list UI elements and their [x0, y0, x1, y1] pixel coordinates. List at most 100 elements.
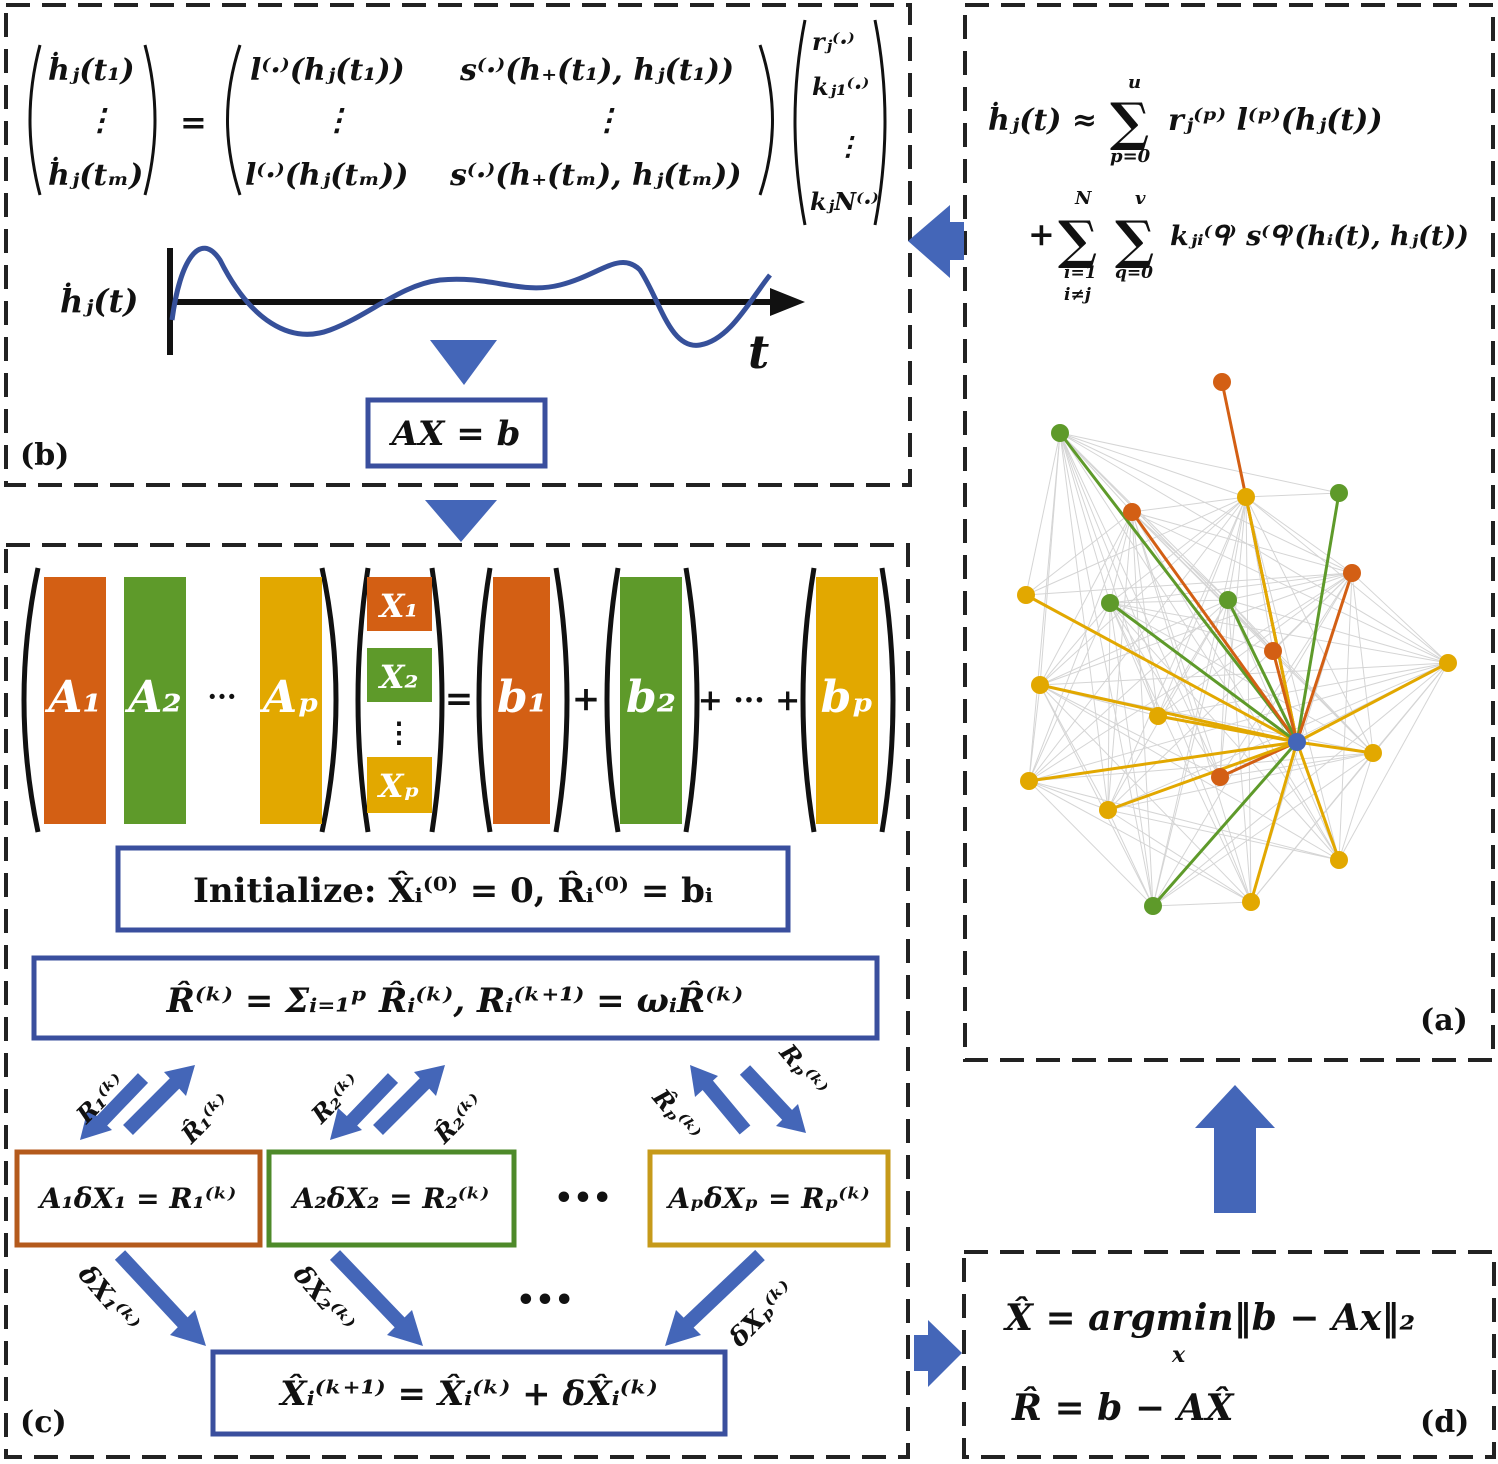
initialize-box: [115, 845, 791, 933]
background-edge: [1245, 492, 1340, 498]
arrow-d-to-a: [1195, 1085, 1275, 1213]
arrow-b-to-c: [425, 500, 497, 542]
background-edge: [1025, 572, 1353, 596]
subproblem-text-2: A₂δX₂ = R₂⁽ᵏ⁾: [290, 1182, 489, 1215]
background-edge: [1227, 599, 1449, 664]
signal-label: ḣⱼ(t): [60, 282, 138, 320]
background-edge: [1109, 602, 1374, 754]
label-rp-down: Rₚ⁽ᵏ⁾: [773, 1037, 834, 1101]
background-edge: [1152, 662, 1449, 907]
subproblem-box-1: [14, 1149, 263, 1248]
residual-text: R̂⁽ᵏ⁾ = Σᵢ₌₁ᵖ R̂ᵢ⁽ᵏ⁾, Rᵢ⁽ᵏ⁺¹⁾ = ωᵢR̂⁽ᵏ⁾: [166, 980, 744, 1021]
block-A1: [44, 577, 106, 824]
matrix-dots-1: ⋮: [322, 103, 352, 138]
block-X1-label: X₁: [378, 587, 419, 625]
background-edge: [1131, 511, 1449, 664]
network-node: [1017, 586, 1035, 604]
background-edge: [1245, 496, 1353, 574]
background-edge: [1107, 809, 1252, 903]
panel-a-equation: ḣⱼ(t) ≈ u ∑ p=0 rⱼ⁽ᵖ⁾ l⁽ᵖ⁾(hⱼ(t)) + N ∑ …: [988, 72, 1469, 305]
background-edge: [1059, 432, 1159, 717]
background-edge: [1028, 780, 1154, 907]
d-line1-sub: x: [1171, 1342, 1186, 1368]
network-node: [1031, 676, 1049, 694]
background-edge: [1227, 572, 1353, 601]
network-node: [1330, 851, 1348, 869]
background-edge: [1028, 662, 1449, 782]
hub-node: [1288, 733, 1306, 751]
background-edge: [1039, 684, 1109, 811]
background-edge: [1219, 572, 1353, 778]
background-edge: [1338, 752, 1374, 861]
background-edge: [1039, 684, 1252, 903]
background-edge: [1059, 432, 1247, 498]
lhs-dots: ⋮: [85, 103, 115, 138]
time-axis-label: t: [748, 325, 769, 379]
subproblem-text-p: AₚδXₚ = Rₚ⁽ᵏ⁾: [665, 1182, 870, 1215]
background-edge: [1219, 752, 1374, 778]
a-sum2-bottom2: i≠j: [1064, 285, 1092, 305]
hub-edge: [1157, 714, 1298, 744]
initialize-text: Initialize: X̂ᵢ⁽⁰⁾ = 0, R̂ᵢ⁽⁰⁾ = bᵢ: [193, 870, 713, 911]
subproblem-dots: •••: [554, 1181, 612, 1216]
block-A2: [124, 577, 186, 824]
background-edge: [1109, 602, 1221, 778]
system-label: AX = b: [389, 414, 521, 454]
background-edge: [1039, 684, 1154, 907]
background-edge: [1109, 572, 1353, 604]
background-edge: [1039, 602, 1111, 686]
panel-c-frame: [4, 543, 910, 1459]
residual-exchange-arrows: [80, 1065, 806, 1140]
background-edge: [1131, 511, 1229, 601]
panel-label-c: (c): [20, 1405, 67, 1440]
a-sum3-sigma: ∑: [1115, 210, 1154, 271]
hub-edge: [1249, 741, 1299, 903]
a-plus: +: [1028, 215, 1055, 253]
hub-edge: [1271, 650, 1299, 743]
background-edge: [1059, 432, 1111, 604]
lhs-top: ḣⱼ(t₁): [48, 51, 135, 88]
coef-kN: kⱼN⁽·⁾: [810, 187, 879, 216]
network-graph: [1017, 373, 1457, 915]
background-edge: [1028, 780, 1252, 903]
background-edge: [1028, 432, 1061, 782]
a-sum2-sigma: ∑: [1058, 210, 1097, 271]
background-edge: [1157, 496, 1247, 717]
background-edge: [1219, 496, 1247, 778]
network-node: [1123, 503, 1141, 521]
background-edge: [1059, 432, 1374, 754]
background-edge: [1039, 684, 1340, 861]
hub-edge: [1295, 572, 1354, 743]
hub-edge: [1109, 601, 1298, 744]
network-node: [1242, 893, 1260, 911]
network-node: [1219, 591, 1237, 609]
equals-sign: =: [180, 103, 207, 141]
background-edge: [1157, 662, 1449, 717]
background-edge: [1059, 432, 1133, 513]
panel-a-frame: [963, 3, 1495, 1062]
update-text: X̂ᵢ⁽ᵏ⁺¹⁾ = X̂ᵢ⁽ᵏ⁾ + δX̂ᵢ⁽ᵏ⁾: [278, 1373, 658, 1414]
panel-label-a: (a): [1420, 1003, 1468, 1038]
background-edge: [1338, 662, 1449, 861]
network-node: [1343, 564, 1361, 582]
background-edge: [1059, 432, 1449, 664]
block-b2-label: b₂: [626, 672, 676, 723]
arrow-a-to-b: [908, 205, 964, 278]
panel-b-matrix-equation: ḣⱼ(t₁) ⋮ ḣⱼ(tₘ) = l⁽·⁾(hⱼ(t₁)) s⁽·⁾(h₊(t…: [28, 19, 887, 226]
a-sum2-bottom: i=1: [1064, 263, 1097, 283]
background-edge: [1109, 602, 1154, 907]
network-node: [1020, 772, 1038, 790]
a-line1-body: rⱼ⁽ᵖ⁾ l⁽ᵖ⁾(hⱼ(t)): [1168, 103, 1383, 138]
lhs-bottom: ḣⱼ(tₘ): [48, 156, 143, 193]
background-edge: [1059, 432, 1229, 601]
network-node: [1330, 484, 1348, 502]
system-box: [365, 397, 548, 469]
background-edge: [1157, 599, 1229, 717]
subproblem-box-p: [647, 1149, 891, 1248]
block-Ap: [260, 577, 322, 824]
label-r2-up: R̂₂⁽ᵏ⁾: [427, 1088, 489, 1150]
background-edge: [1039, 684, 1221, 778]
correction-dots: •••: [516, 1283, 574, 1318]
background-edge: [1245, 496, 1374, 754]
hub-edge: [1028, 740, 1298, 783]
